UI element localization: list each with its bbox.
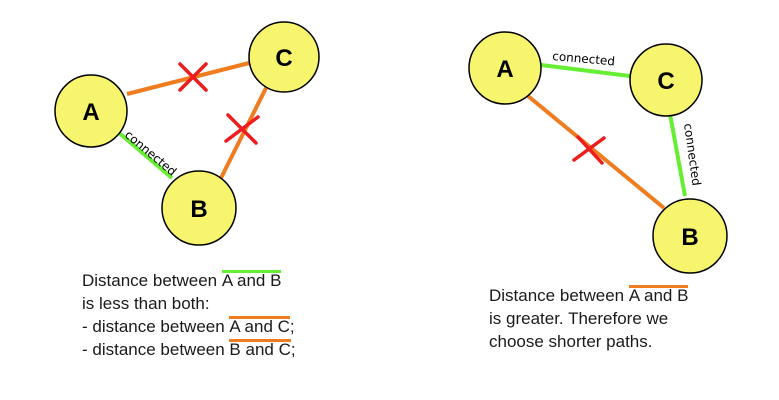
right-node-b-label: B [681,224,698,251]
left-edge-b-c [218,87,268,181]
left-node-b: B [161,170,237,246]
left-edge-a-b [116,130,174,180]
left-caption-line-3-prefix: - distance between [82,317,230,336]
left-diagram: connected A C B [54,21,320,246]
left-cross-b-c [224,113,260,145]
left-node-b-label: B [190,196,207,223]
left-node-a: A [54,74,128,148]
right-node-a-label: A [496,56,513,83]
left-caption-line-3: - distance between A and C; [82,315,296,338]
right-caption-line-1-prefix: Distance between [489,286,629,305]
left-node-a-label: A [82,99,99,126]
right-caption: Distance between A and B is greater. The… [489,284,688,353]
right-cross-a-b [572,135,606,165]
right-edge-a-c [540,63,631,78]
right-node-c: C [629,43,703,117]
left-caption-line-4-suffix: ; [290,340,296,359]
left-caption: Distance between A and B is less than bo… [82,269,296,361]
right-node-c-label: C [657,68,674,95]
right-node-b: B [652,198,728,274]
left-caption-line-1: Distance between A and B [82,269,296,292]
left-cross-a-c [178,62,208,92]
left-caption-line-1-prefix: Distance between [82,271,222,290]
left-edge-a-b-label: connected [122,128,179,179]
right-node-a: A [468,31,542,105]
left-caption-ab-highlight: A and B [221,270,282,290]
left-caption-bc-highlight: B and C [229,339,292,359]
left-caption-line-3-suffix: ; [289,317,295,336]
right-caption-line-1: Distance between A and B [489,284,688,307]
right-caption-line-3: choose shorter paths. [489,332,653,351]
left-caption-line-2: is less than both: [82,294,210,313]
left-caption-line-4-prefix: - distance between [82,340,230,359]
right-edge-c-b [668,113,687,197]
right-edge-a-c-label: connected [552,49,616,68]
right-caption-ab-highlight: A and B [628,285,689,305]
left-caption-line-4: - distance between B and C; [82,338,296,361]
right-caption-line-2: is greater. Therefore we [489,309,669,328]
right-edge-c-b-label: connected [681,122,704,186]
left-caption-ac-highlight: A and C [229,316,290,336]
left-node-c-label: C [275,45,292,72]
right-edge-a-b [526,94,666,210]
left-node-c: C [248,21,320,93]
right-diagram: connected connected A C B [468,31,728,274]
